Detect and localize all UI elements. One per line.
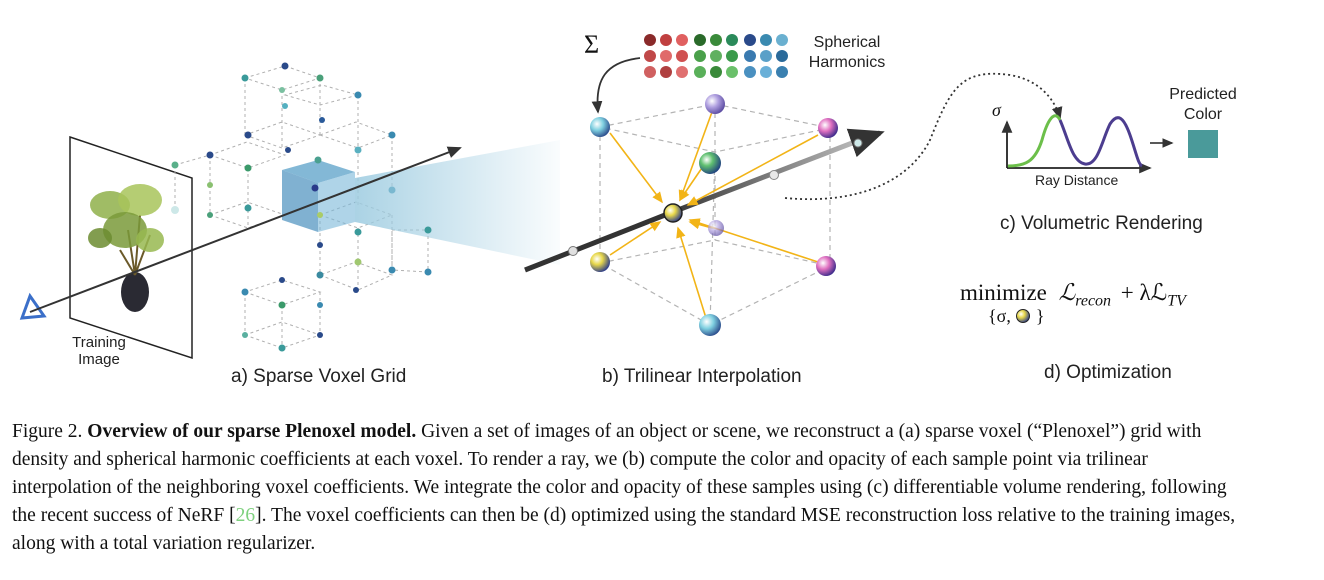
citation-link[interactable]: 26 xyxy=(235,505,256,526)
loss-recon: ℒ xyxy=(1058,280,1076,305)
under-right: } xyxy=(1035,306,1045,326)
sh-sphere xyxy=(699,152,721,174)
plant-image xyxy=(88,184,164,312)
density-curve-purple xyxy=(1058,116,1143,168)
ray-panel-a xyxy=(29,146,462,313)
spherical-harmonics-swatches xyxy=(644,34,788,78)
sh-sphere-inline xyxy=(1016,309,1031,323)
loss-recon-sub: recon xyxy=(1075,292,1112,310)
sh-sphere xyxy=(816,256,836,276)
sum-arrow xyxy=(591,57,641,114)
figure-illustration xyxy=(19,34,1218,360)
loss-tv-sub: TV xyxy=(1167,292,1186,310)
sh-sphere xyxy=(818,118,838,138)
sigma-label: σ xyxy=(992,100,1001,120)
panel-c-graphic xyxy=(784,72,1218,200)
panel-c-label: c) Volumetric Rendering xyxy=(1000,213,1203,234)
predicted-color-label: Predicted Color xyxy=(1160,85,1246,125)
caption-text-1: Given a set of images of an object or sc… xyxy=(12,421,1227,526)
objective-formula: minimize ℒrecon + λℒTV xyxy=(960,280,1186,311)
highlighted-voxel xyxy=(282,160,355,232)
minimize-word: minimize xyxy=(960,280,1047,305)
camera-icon xyxy=(19,292,47,320)
training-label-line2: Image xyxy=(78,351,120,368)
dotted-connector xyxy=(784,72,1063,200)
sh-sphere xyxy=(708,220,724,236)
training-label-line1: Training xyxy=(72,334,126,351)
zoom-fan xyxy=(355,140,560,265)
panel-a-label: a) Sparse Voxel Grid xyxy=(231,366,407,387)
training-image-label: Training Image xyxy=(56,334,142,368)
sh-label-line1: Spherical xyxy=(813,34,881,51)
sh-sphere xyxy=(590,252,610,272)
panel-d-label: d) Optimization xyxy=(1044,362,1172,383)
panel-b-label: b) Trilinear Interpolation xyxy=(602,366,802,387)
interpolated-sample xyxy=(663,203,683,223)
under-left: {σ, xyxy=(988,306,1011,326)
ray-distance-label: Ray Distance xyxy=(1035,172,1119,188)
panel-b-graphic xyxy=(524,34,885,336)
density-curve-green xyxy=(1007,114,1062,168)
ray-panel-b-tip xyxy=(846,128,885,158)
voxel-dots xyxy=(171,62,432,352)
predicted-label-line2: Color xyxy=(1183,106,1223,123)
ray-panel-b-dark xyxy=(524,212,666,273)
caption-title: Overview of our sparse Plenoxel model. xyxy=(87,421,417,442)
sum-symbol: Σ xyxy=(584,30,600,59)
sh-label-line2: Harmonics xyxy=(808,54,886,71)
figure: Training Image a) Sparse Voxel Grid b) T… xyxy=(19,30,1246,387)
sh-sphere xyxy=(590,117,610,137)
predicted-label-line1: Predicted xyxy=(1169,86,1237,103)
spherical-harmonics-label: Spherical Harmonics xyxy=(800,33,894,73)
interp-cube xyxy=(598,103,832,326)
sh-sphere xyxy=(699,314,721,336)
predicted-color-swatch xyxy=(1188,130,1218,158)
plus-lambda: + λℒ xyxy=(1120,280,1168,305)
caption-figure-number: Figure 2. xyxy=(12,421,83,442)
objective-under: {σ, } xyxy=(988,306,1044,327)
panel-a-graphic xyxy=(19,62,560,360)
caption-text-2: ]. The voxel coefficients can then be (d… xyxy=(12,505,1236,554)
figure-caption: Figure 2. Overview of our sparse Plenoxe… xyxy=(12,418,1252,558)
ray-panel-b-light xyxy=(664,137,861,218)
sh-sphere xyxy=(705,94,725,114)
